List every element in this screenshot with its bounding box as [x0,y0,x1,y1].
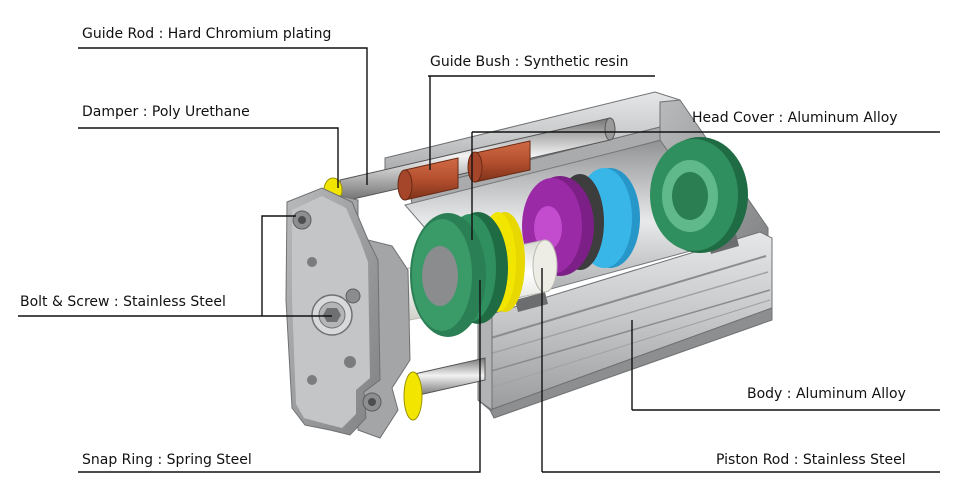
label-piston-rod: Piston Rod : Stainless Steel [716,452,906,468]
rod-cover [410,212,525,337]
leader-snap-ring [78,280,481,473]
label-head-cover: Head Cover : Aluminum Alloy [692,110,898,126]
label-bolt-screw: Bolt & Screw : Stainless Steel [20,294,226,310]
leader-guide-rod [78,47,368,185]
label-guide-bush: Guide Bush : Synthetic resin [430,54,629,70]
plate [285,187,411,439]
leader-head-cover [471,131,940,240]
leader-damper [78,127,339,188]
head-cover [650,137,748,253]
leader-lines [18,47,940,473]
leader-guide-bush [428,75,655,170]
label-snap-ring: Snap Ring : Spring Steel [82,452,252,468]
label-damper: Damper : Poly Urethane [82,104,250,120]
leader-bolt-screw [18,215,332,317]
leader-piston-rod [541,268,940,473]
label-guide-rod: Guide Rod : Hard Chromium plating [82,26,332,42]
label-body: Body : Aluminum Alloy [747,386,906,402]
leader-body [631,320,940,411]
